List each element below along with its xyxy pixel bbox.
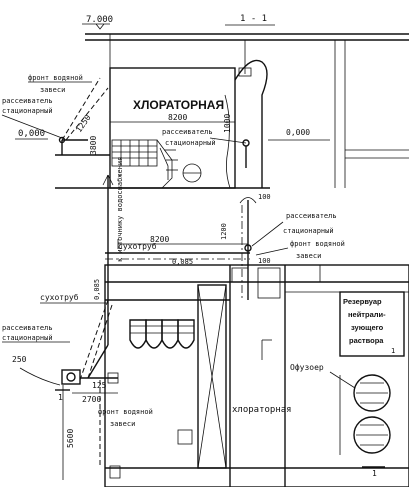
front-label-1: фронт водяной [28, 74, 83, 82]
front-label-2: завеси [40, 86, 65, 94]
dim-8200-section: 8200 [168, 113, 187, 122]
inner-sprinkler-leader [209, 137, 247, 144]
tank-label-3: зующего [351, 323, 384, 332]
dry-pipe-left-label: сухотруб [40, 292, 79, 302]
sprinkler-label-2: стационарный [2, 107, 53, 115]
plan-front-2: завеси [296, 252, 321, 260]
dim-3800: 3800 [89, 136, 98, 155]
nozzle [66, 372, 76, 382]
front-bottom-2: завеси [110, 420, 135, 428]
dry-pipe-top-label: сухотруб [118, 241, 157, 251]
small-equipment [177, 429, 193, 445]
section-mark: 1 - 1 [240, 14, 267, 24]
angle-250-arc [19, 367, 61, 386]
diffuser-circles [339, 374, 391, 455]
chlorine-cylinders [129, 319, 195, 349]
elev-0085-left: 0,085 [93, 279, 101, 300]
angle-250: 250 [12, 355, 27, 364]
dim-100: 100 [258, 193, 271, 201]
inner-sprinkler-1: рассеиватель [162, 128, 213, 136]
left-sprinkler-1: рассеиватель [2, 324, 53, 332]
spray-line-1 [61, 77, 101, 141]
staircase-section [111, 139, 202, 189]
dim-2700: 2700 [82, 395, 101, 404]
sprinkler-label-1: рассеиватель [2, 97, 53, 105]
diffuser-label: Офузоер [290, 363, 324, 372]
valve-box-2 [257, 267, 281, 299]
plan-front-1: фронт водяной [290, 240, 345, 248]
dim-1000: 1000 [223, 114, 232, 133]
elev-0085-top: 0,085 [172, 258, 193, 266]
dim-100-b: 100 [258, 257, 271, 265]
floor-drain [109, 465, 121, 479]
plan-sprinkler-2: стационарный [283, 227, 334, 235]
nozzle-block [61, 369, 81, 385]
elevation-floor-right: 0,000 [286, 128, 310, 137]
pipe-label-vertical: к источнику водоснабжения [116, 157, 124, 262]
riser-arrow-r [107, 174, 114, 186]
dim-1200: 1200 [220, 223, 228, 240]
mark-1-left: 1 [58, 393, 63, 402]
elevation-floor-left: 0,000 [18, 129, 45, 139]
cut-outline-inner [224, 94, 231, 189]
plan-sprinkler-leader [251, 221, 284, 247]
diffuser-leader [329, 371, 356, 389]
room-title: ХЛОРАТОРНАЯ [133, 98, 224, 112]
riser-arrow-l [102, 174, 109, 186]
front-bottom-1: фронт водяной [98, 408, 153, 416]
zone-diag-2 [197, 284, 227, 469]
plan-outer-wall [104, 264, 409, 487]
dim-125: 125 [92, 381, 107, 390]
mark-1-right: 1 [372, 469, 377, 478]
nozzle-fitting [107, 372, 119, 384]
sprinkler-leader [1, 114, 63, 139]
left-sprinkler-2: стационарный [2, 334, 53, 342]
room-label-plan: хлораторная [232, 405, 292, 415]
dim-100-arc [239, 197, 257, 204]
tank-number: 1 [391, 347, 395, 355]
spray-line-2 [65, 87, 109, 141]
roof-hanger-box [238, 67, 252, 77]
plan-sprinkler-1: рассеиватель [286, 212, 337, 220]
elevation-top-triangle [95, 23, 105, 30]
tank-label-2: нейтрали- [348, 310, 386, 319]
dim-8200-plan: 8200 [150, 235, 169, 244]
left-diag-pipe [87, 344, 109, 379]
plan-sprinkler-head [244, 244, 252, 252]
neutralizer-tank [339, 291, 405, 357]
inner-sprinkler-2: стационарный [165, 139, 216, 147]
tank-label-1: Резервуар [343, 297, 382, 306]
left-spray-1 [79, 299, 109, 381]
section-view: 7.000 1 - 1 ХЛОРАТОРНАЯ 8200 1000 3800 [1, 14, 409, 189]
plan-view: сухотруб 0,085 100 к источнику водоснабж… [2, 157, 409, 487]
plan-front-leader [255, 247, 289, 256]
valve-box [231, 267, 249, 283]
dim-5600: 5600 [66, 429, 75, 448]
elevation-top: 7.000 [86, 15, 113, 25]
cut-outline [234, 59, 268, 188]
chlorinator-zone [197, 284, 227, 469]
tank-label-4: раствора [349, 336, 384, 345]
left-spray-2 [87, 304, 113, 379]
